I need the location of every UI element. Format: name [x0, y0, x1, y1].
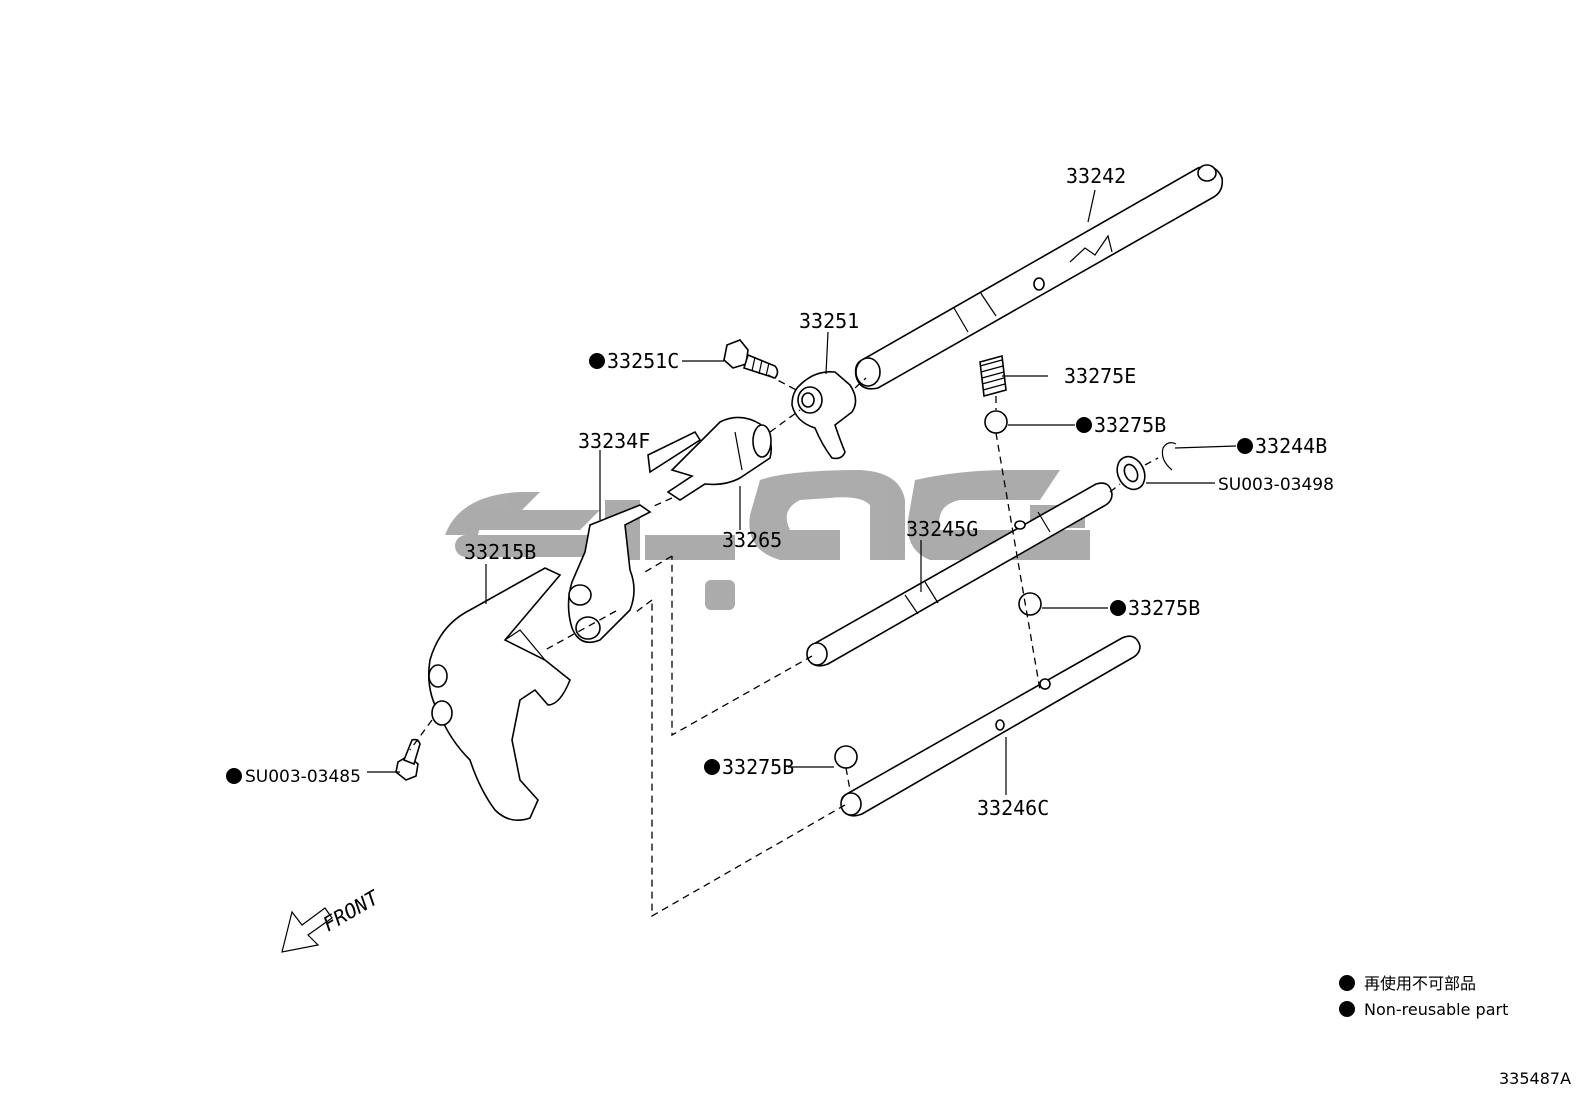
ball-33275b-middle — [1018, 592, 1042, 616]
label-33265: 33265 — [722, 528, 782, 552]
label-su003-03498: SU003-03498 — [1218, 475, 1334, 495]
label-33275b-top: 33275B — [1094, 413, 1166, 437]
spring-33275e — [979, 354, 1007, 398]
label-33251c: 33251C — [607, 349, 679, 373]
bracket-33265 — [647, 416, 773, 501]
selector-33251 — [791, 370, 857, 460]
label-33215b: 33215B — [464, 540, 536, 564]
label-33246c: 33246C — [977, 796, 1049, 820]
label-33244b: 33244B — [1255, 434, 1327, 458]
rod-33245g — [806, 482, 1113, 667]
shaft-33242 — [854, 164, 1224, 390]
filled-circle-icon — [1339, 1001, 1355, 1017]
label-33251: 33251 — [799, 309, 859, 333]
filled-circle-icon — [1339, 975, 1355, 991]
filled-circle-icon — [1076, 417, 1092, 433]
label-33234f: 33234F — [578, 429, 650, 453]
ball-33275b-top — [984, 410, 1008, 434]
ball-33275b-bottom — [834, 745, 858, 769]
washer-su003-03498 — [1116, 455, 1146, 491]
label-33275b-bottom: 33275B — [722, 755, 794, 779]
filled-circle-icon — [226, 768, 242, 784]
leader-lines — [367, 189, 1237, 795]
fork-33234f — [567, 504, 652, 644]
diagram-code: 335487A — [1499, 1069, 1571, 1088]
front-label: FRONT — [319, 884, 385, 936]
label-su003-03485: SU003-03485 — [245, 767, 361, 787]
rod-33246c — [840, 635, 1141, 817]
bolt-33251c — [723, 339, 779, 379]
bolt-su003-03485 — [395, 738, 421, 781]
front-arrow-icon — [281, 907, 333, 953]
legend-english: Non-reusable part — [1364, 1000, 1508, 1019]
filled-circle-icon — [1110, 600, 1126, 616]
legend-japanese: 再使用不可部品 — [1364, 974, 1476, 993]
label-33275e: 33275E — [1064, 364, 1136, 388]
assembly-guide-lines — [409, 374, 1159, 918]
label-33242: 33242 — [1066, 164, 1126, 188]
label-33245g: 33245G — [906, 517, 978, 541]
fork-33215b — [427, 567, 571, 821]
label-33275b-middle: 33275B — [1128, 596, 1200, 620]
filled-circle-icon — [589, 353, 605, 369]
filled-circle-icon — [704, 759, 720, 775]
filled-circle-icon — [1237, 438, 1253, 454]
clip-33244b — [1161, 442, 1177, 471]
legend: 再使用不可部品 Non-reusable part — [1339, 974, 1508, 1019]
